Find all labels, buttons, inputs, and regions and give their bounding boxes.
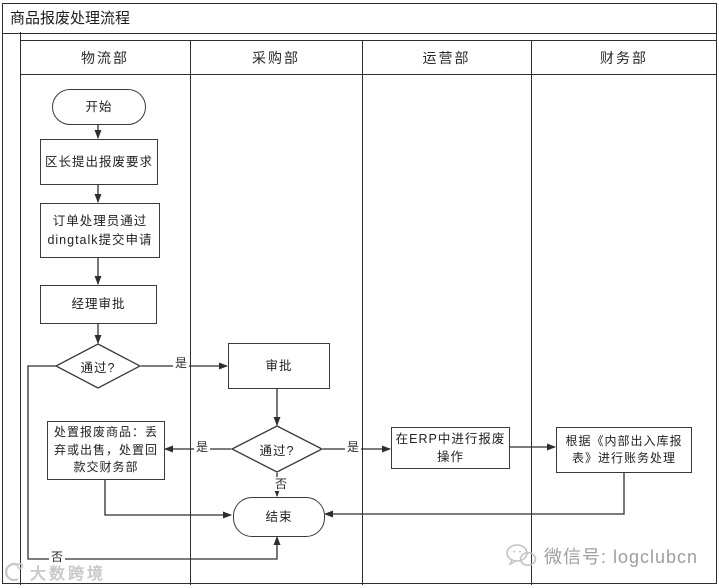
erp-node: 在ERP中进行报废 操作 [391,427,510,469]
page-title: 商品报废处理流程 [2,3,717,34]
watermark: 大数跨境 [4,560,106,584]
swimlane-frame [2,32,717,584]
purchase-review-node: 审批 [228,343,330,389]
decision-manager-label: 通过? [80,360,116,375]
lane-header-logistics: 物流部 [81,49,129,66]
decision-purchase-diamond [230,425,324,473]
finance-node: 根据《内部出入库报 表》进行账务处理 [556,427,692,473]
request-node: 区长提出报废要求 [40,139,158,185]
manager-review-node: 经理审批 [40,285,157,324]
edge-label-manager-no: 否 [49,550,66,564]
wechat-id-text: 微信号: logclubcn [544,547,699,567]
lane-divider [531,40,532,585]
lane-header-operations: 运营部 [422,49,471,66]
lane-divider [362,40,363,585]
edge-finance-to-end [324,472,625,518]
lane-divider [190,40,191,585]
edge-label-manager-yes: 是 [173,356,190,370]
start-node: 开始 [52,89,146,125]
edge-label-purchase-yes-left: 是 [194,440,211,454]
wechat-footer: 微信号: logclubcn [505,543,698,569]
dispose-node: 处置报废商品：丢 弃或出售，处置回 款交财务部 [47,421,165,480]
decision-purchase-label: 通过? [259,443,295,458]
lane-header-finance: 财务部 [600,49,648,66]
end-node: 结束 [233,497,325,537]
submit-node: 订单处理员通过 dingtalk提交申请 [40,203,160,258]
edge-decision1-no-to-end [27,365,281,560]
edge-label-purchase-no: 否 [273,477,290,491]
left-strip-divider [20,32,21,585]
lane-header-row: 物流部 采购部 运营部 财务部 [20,40,717,75]
edge-label-purchase-yes-right: 是 [345,440,362,454]
lane-header-purchasing: 采购部 [252,49,300,66]
decision-manager-diamond [54,343,142,389]
watermark-text: 大数跨境 [30,566,107,583]
wechat-icon [506,544,537,566]
edge-dispose-to-end [104,479,232,519]
watermark-logo-icon [5,562,24,582]
